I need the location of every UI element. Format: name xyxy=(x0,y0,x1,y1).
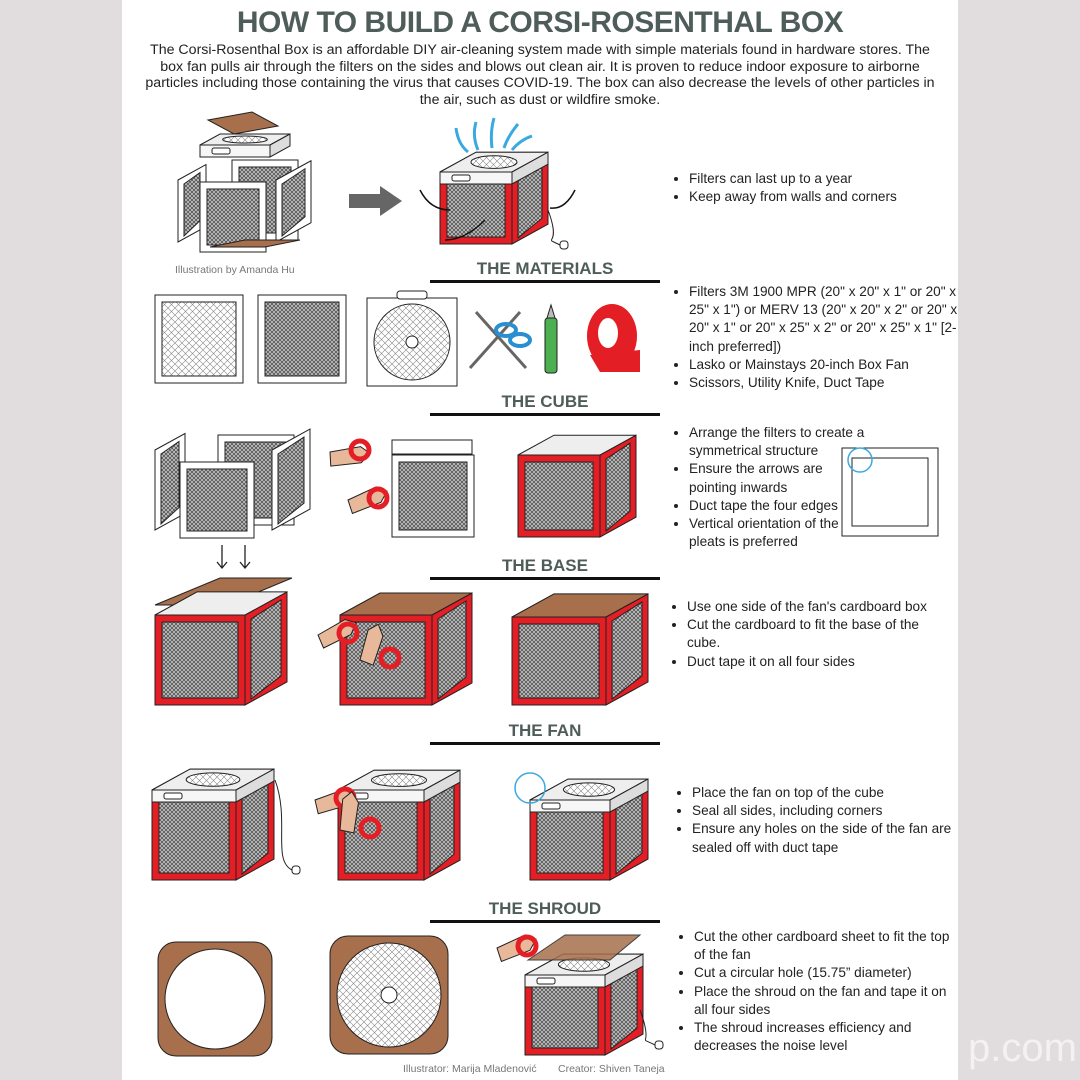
bullet: Lasko or Mainstays 20-inch Box Fan xyxy=(689,356,961,374)
finished-base-illustration xyxy=(511,593,649,706)
bullet: Scissors, Utility Knife, Duct Tape xyxy=(689,374,961,392)
bullet: Cut the cardboard to fit the base of the… xyxy=(687,616,937,652)
intro-text: The Corsi-Rosenthal Box is an affordable… xyxy=(145,42,935,108)
heading-base: THE BASE xyxy=(430,556,660,580)
bullet: Filters 3M 1900 MPR (20" x 20" x 1" or 2… xyxy=(689,283,961,356)
materials-bullets: Filters 3M 1900 MPR (20" x 20" x 1" or 2… xyxy=(672,283,961,392)
bullet: Duct tape it on all four sides xyxy=(687,653,937,671)
bullet: Seal all sides, including corners xyxy=(692,802,967,820)
watermark: p.com xyxy=(968,1026,1077,1070)
utility-knife-icon xyxy=(544,303,558,374)
fan-on-cube-illustration xyxy=(151,768,301,881)
shroud-cardboard-illustration xyxy=(157,941,273,1057)
arrow-icon xyxy=(349,186,402,216)
shroud-on-fan-illustration xyxy=(329,935,449,1055)
filter-material xyxy=(257,294,347,384)
cube-bullets: Arrange the filters to create a symmetri… xyxy=(672,424,869,551)
heading-cube: THE CUBE xyxy=(430,392,660,416)
down-arrow-icon xyxy=(216,545,251,570)
bullet: Arrange the filters to create a symmetri… xyxy=(689,424,869,460)
creator-credit: Creator: Shiven Taneja xyxy=(558,1063,665,1075)
fan-bullets: Place the fan on top of the cube Seal al… xyxy=(675,784,967,857)
page-title: HOW TO BUILD A CORSI-ROSENTHAL BOX xyxy=(236,6,844,39)
taping-cube-illustration xyxy=(329,438,475,538)
bullet: Filters can last up to a year xyxy=(689,170,959,188)
sealing-fan-illustration xyxy=(314,769,461,881)
bullet: Duct tape the four edges xyxy=(689,497,869,515)
heading-materials: THE MATERIALS xyxy=(430,259,660,283)
filter-orientation-diagram xyxy=(841,447,939,537)
overview-bullets: Filters can last up to a year Keep away … xyxy=(672,170,959,206)
bullet: Ensure the arrows are pointing inwards xyxy=(689,460,869,496)
bullet: Vertical orientation of the pleats is pr… xyxy=(689,515,869,551)
duct-tape-icon xyxy=(587,304,640,372)
bullet: Cut a circular hole (15.75” diameter) xyxy=(694,964,956,982)
box-fan-material xyxy=(366,290,458,387)
bullet: Cut the other cardboard sheet to fit the… xyxy=(694,928,956,964)
fan-sealed-illustration xyxy=(514,772,649,881)
taping-base-illustration xyxy=(317,592,473,706)
exploded-filters-illustration xyxy=(177,111,312,253)
bullet: Use one side of the fan's cardboard box xyxy=(687,598,937,616)
illustration-credit: Illustration by Amanda Hu xyxy=(175,264,295,276)
heading-shroud: THE SHROUD xyxy=(430,899,660,923)
bullet: The shroud increases efficiency and decr… xyxy=(694,1019,956,1055)
base-bullets: Use one side of the fan's cardboard box … xyxy=(670,598,937,671)
assembled-box-illustration xyxy=(419,117,576,250)
taping-shroud-illustration xyxy=(496,934,664,1056)
scissors-icon xyxy=(468,311,532,369)
heading-fan: THE FAN xyxy=(430,721,660,745)
taped-cube-illustration xyxy=(517,434,637,538)
exploded-cube-illustration xyxy=(154,428,311,539)
bullet: Keep away from walls and corners xyxy=(689,188,959,206)
filter-material xyxy=(154,294,244,384)
base-cardboard-illustration xyxy=(154,577,293,706)
illustrator-credit: Illustrator: Marija Mladenović xyxy=(403,1063,537,1075)
bullet: Place the shroud on the fan and tape it … xyxy=(694,983,956,1019)
shroud-bullets: Cut the other cardboard sheet to fit the… xyxy=(677,928,956,1055)
bullet: Ensure any holes on the side of the fan … xyxy=(692,820,967,856)
bullet: Place the fan on top of the cube xyxy=(692,784,967,802)
